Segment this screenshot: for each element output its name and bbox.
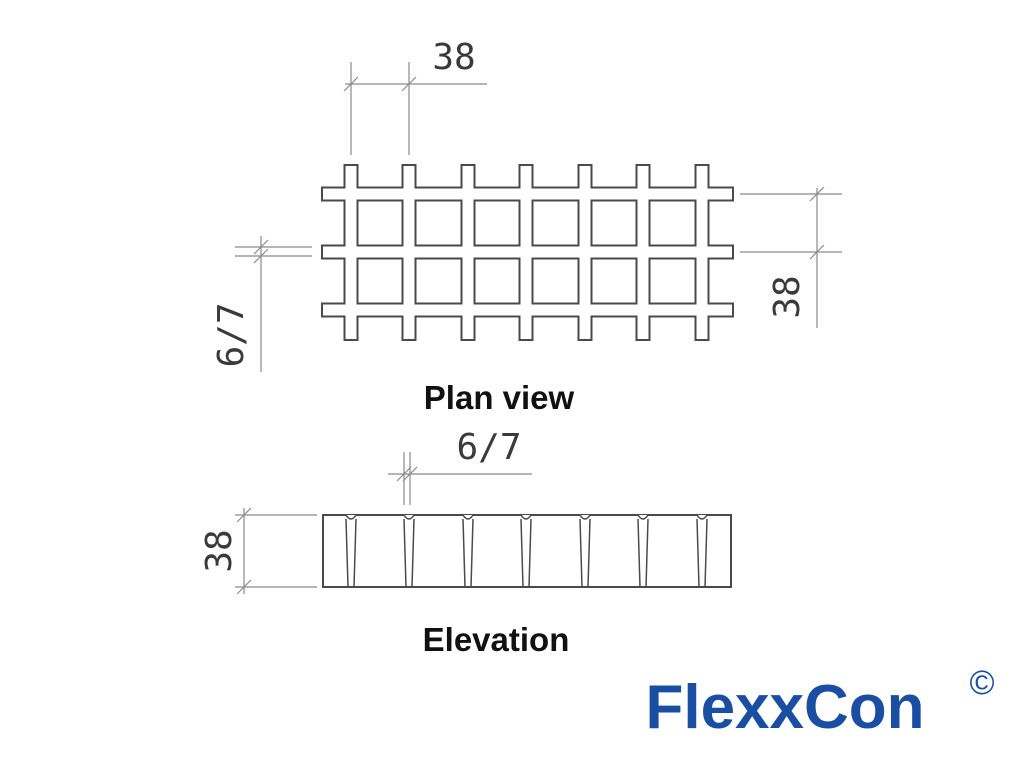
plan-dim-top-label: 38 [432, 37, 475, 78]
bar-notch [696, 514, 708, 520]
copyright-symbol: © [969, 664, 994, 702]
bar-edge [462, 518, 466, 588]
bar-edge [520, 518, 524, 588]
plan-dim-right [740, 186, 842, 328]
bar-edge [579, 518, 583, 588]
bar-edge [704, 518, 708, 588]
elevation-dim-top-label: 6/7 [456, 427, 521, 468]
elevation-caption: Elevation [423, 621, 570, 658]
bar-fill [323, 304, 732, 316]
plan-view: 38 38 6/7 Plan view [211, 37, 842, 416]
bar-fill [323, 246, 732, 258]
bar-notch [345, 514, 357, 520]
bar-edge [637, 518, 641, 588]
bar-notch [462, 514, 474, 520]
bar-edge [353, 518, 357, 588]
plan-dim-left-label: 6/7 [211, 302, 252, 367]
plan-dim-right-label: 38 [767, 275, 808, 318]
bar-notch [637, 514, 649, 520]
bar-edge [403, 518, 407, 588]
elevation-dim-top [388, 452, 532, 505]
bar-edge [645, 518, 649, 588]
bar-notch [403, 514, 415, 520]
plan-grating [321, 164, 734, 341]
bar-fill [323, 188, 732, 200]
plan-dim-left [235, 236, 312, 372]
bar-edge [587, 518, 591, 588]
grating-bars [321, 164, 734, 341]
bar-edge [470, 518, 474, 588]
elevation-outline [322, 514, 732, 588]
elevation-view: 6/7 38 Elevation [199, 427, 732, 658]
bar-edge [696, 518, 700, 588]
bar-notch [520, 514, 532, 520]
plan-view-caption: Plan view [424, 379, 575, 416]
plan-dim-top [343, 62, 487, 155]
bar-edge [345, 518, 349, 588]
flexxcon-logo: FlexxCon © [645, 664, 994, 742]
bar-notch [579, 514, 591, 520]
elevation-dim-left-label: 38 [199, 529, 240, 572]
logo-text: FlexxCon [645, 673, 924, 742]
elevation-profile [322, 514, 732, 588]
bar-edge [528, 518, 532, 588]
elevation-dim-left [235, 507, 317, 595]
bar-edge [411, 518, 415, 588]
